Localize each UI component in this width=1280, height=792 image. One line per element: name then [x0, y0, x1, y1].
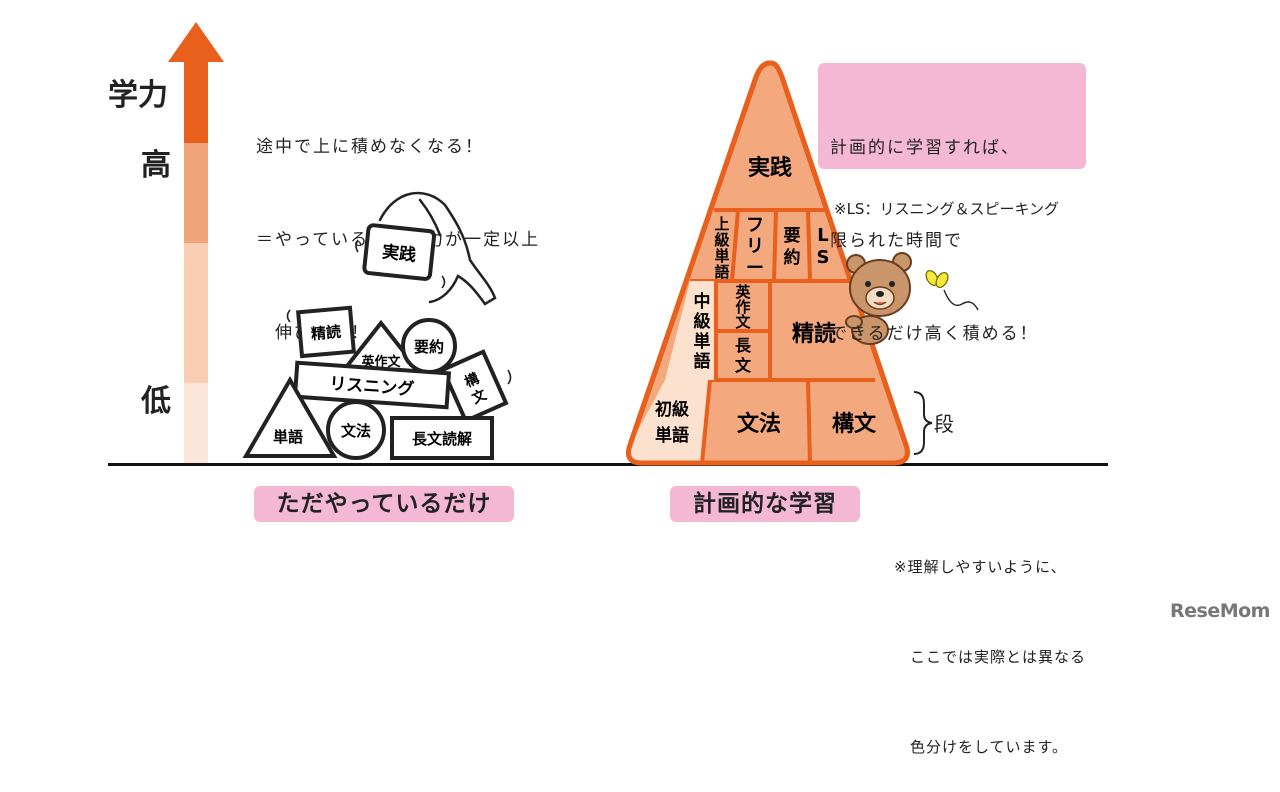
hand-icon	[378, 191, 497, 306]
step-label: 段	[934, 412, 954, 436]
color-footnote: ※理解しやすいように、 ここでは実際とは異なる 色分けをしています。	[894, 492, 1086, 792]
pyramid-cell-ls: LS	[817, 225, 830, 268]
svg-text:単語: 単語	[655, 425, 689, 446]
arrow-head	[168, 22, 224, 62]
planning-callout-line-3: できるだけ高く積める！	[830, 324, 1039, 344]
svg-text:単: 単	[694, 331, 711, 352]
svg-text:作: 作	[735, 298, 750, 316]
svg-text:語: 語	[694, 351, 711, 372]
pyramid-cell-eisakubun: 英作文	[735, 283, 751, 331]
bear-icon	[845, 252, 912, 345]
resemom-logo: ReseMom	[1170, 600, 1270, 622]
pyramid-top-label: 実践	[748, 155, 792, 181]
yoyaku-block: 要約	[401, 318, 457, 374]
seidoku-block: 精読	[296, 305, 356, 359]
arrow-segment-mid	[184, 143, 208, 243]
seidoku-label: 精読	[310, 323, 341, 344]
svg-text:中: 中	[694, 291, 711, 312]
butterfly-icon	[925, 270, 979, 311]
svg-text:ー: ー	[746, 258, 764, 279]
color-footnote-line-2: ここでは実際とは異なる	[894, 648, 1087, 666]
svg-text:級: 級	[714, 231, 729, 249]
right-caption: 計画的な学習	[670, 486, 860, 522]
svg-text:S: S	[817, 247, 830, 268]
left-note-line-1: 途中で上に積めなくなる！	[256, 137, 484, 157]
random-block-pile: 実践 精読 英作文 要約 構 文 リスニング 単語 文法 長文読解	[242, 191, 512, 460]
pyramid-cell-chobun: 長文	[735, 336, 752, 375]
color-footnote-line-3: 色分けをしています。	[894, 738, 1069, 756]
arrow-segment-high	[184, 58, 208, 143]
yoyaku-label: 要約	[414, 338, 444, 356]
svg-text:リ: リ	[746, 236, 764, 257]
pyramid-cell-free: フリー	[746, 215, 764, 279]
chobun-label: 長文読解	[412, 430, 472, 448]
pyramid-cell-bunpo: 文法	[737, 411, 781, 437]
pyramid-cell-seidoku: 精読	[792, 321, 836, 347]
pyramid-cell-yoyaku: 要約	[784, 226, 801, 268]
ls-footnote: ※LS：リスニング＆スピーキング	[834, 200, 1059, 218]
step-bracket	[913, 391, 933, 455]
chobun-block: 長文読解	[390, 416, 494, 460]
held-block-label: 実践	[381, 241, 417, 265]
planning-callout: 計画的に学習すれば、 限られた時間で できるだけ高く積める！	[818, 63, 1086, 344]
pyramid-outline-front	[626, 60, 910, 466]
svg-text:L: L	[817, 225, 828, 246]
held-block: 実践	[362, 223, 437, 281]
svg-text:長: 長	[735, 336, 752, 355]
planning-callout-line-2: 限られた時間で	[830, 231, 963, 251]
bunpo-label: 文法	[341, 422, 371, 440]
planning-callout-line-1: 計画的に学習すれば、	[830, 138, 1020, 158]
arrow-segment-low	[184, 383, 208, 465]
svg-text:要: 要	[784, 226, 801, 246]
axis-low-label: 低	[141, 384, 171, 419]
axis-title: 学力	[108, 78, 168, 113]
svg-text:フ: フ	[746, 215, 764, 236]
bunpo-block: 文法	[326, 400, 386, 460]
svg-text:文: 文	[735, 356, 752, 375]
ground-line	[108, 463, 1108, 466]
tango-label: 単語	[273, 428, 303, 446]
kobun-label: 構	[462, 370, 482, 391]
axis-high-label: 高	[141, 148, 171, 183]
svg-text:級: 級	[694, 311, 711, 332]
listening-block: リスニング	[292, 360, 452, 410]
learning-ability-arrow	[168, 22, 224, 465]
bear-mascot	[845, 252, 979, 345]
svg-text:上: 上	[714, 215, 729, 233]
tango-block: 単語	[242, 376, 338, 458]
svg-text:文: 文	[735, 313, 751, 331]
svg-text:語: 語	[714, 263, 729, 281]
arrow-segment-light	[184, 243, 208, 383]
color-footnote-line-1: ※理解しやすいように、	[894, 558, 1067, 576]
svg-text:単: 単	[714, 247, 729, 265]
svg-text:約: 約	[784, 247, 801, 268]
left-caption: ただやっているだけ	[254, 486, 514, 522]
kobun-block: 構 文	[440, 349, 509, 424]
shake-mark	[286, 239, 512, 385]
svg-text:初級: 初級	[655, 399, 689, 420]
svg-text:英: 英	[735, 283, 751, 301]
pyramid-cell-kobun: 構文	[832, 411, 877, 437]
